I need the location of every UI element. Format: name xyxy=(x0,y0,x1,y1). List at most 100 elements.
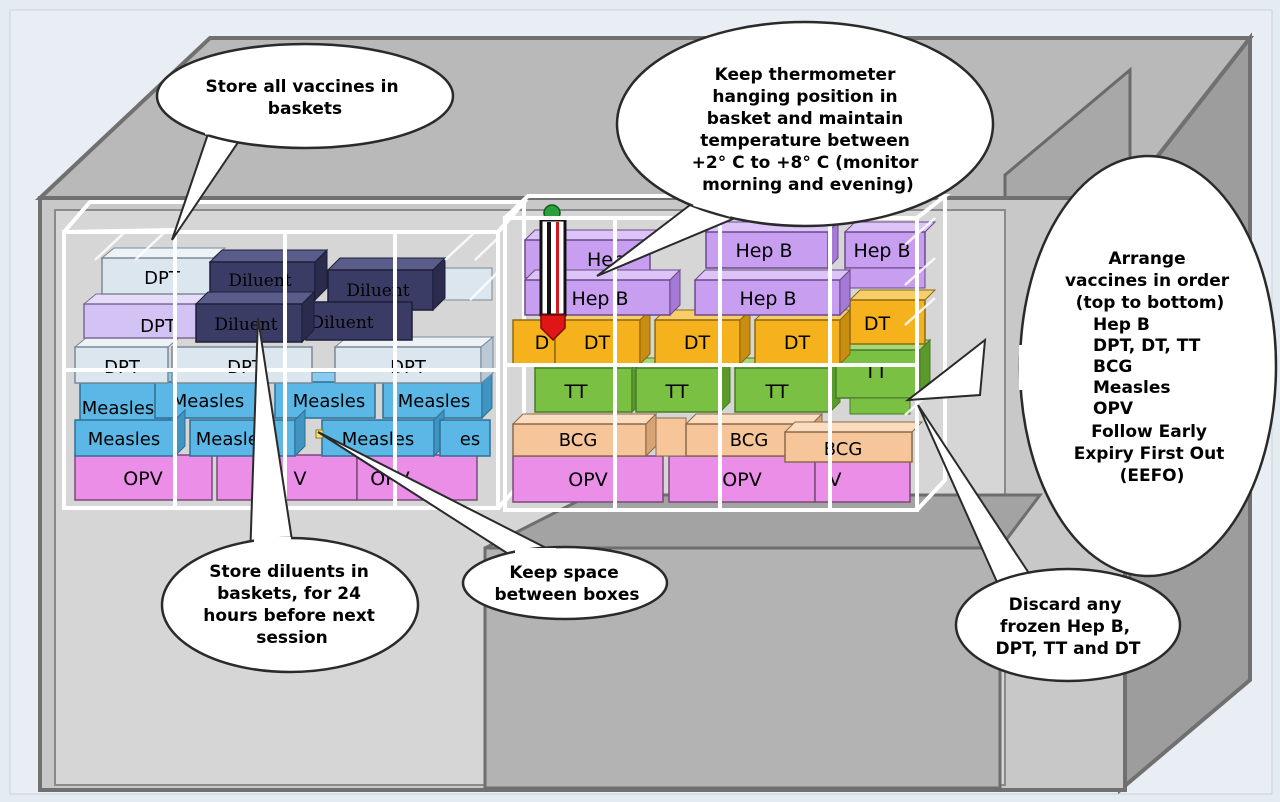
order-item: Hep B xyxy=(1093,315,1150,335)
callout-line: baskets xyxy=(268,99,342,119)
box-label-dpt: DPT xyxy=(144,268,181,289)
vaccine-box-measles: es xyxy=(439,419,491,457)
vaccine-box-dpt: DPT xyxy=(82,293,212,339)
callout-line: temperature between xyxy=(700,131,910,151)
box-label-measles: Measles xyxy=(342,429,414,450)
callout-arrange-order: Arrange vaccines in order (top to bottom… xyxy=(904,154,1278,578)
callout-line: basket and maintain xyxy=(707,109,904,129)
callout-line: session xyxy=(256,628,328,648)
box-label-hepb: Hep B xyxy=(739,288,796,310)
vaccine-box-bcg: BCG xyxy=(783,421,924,463)
callout-line: Discard any xyxy=(1009,595,1122,615)
callout-line: Keep thermometer xyxy=(715,65,896,85)
box-label-bcg: BCG xyxy=(824,439,863,460)
vaccine-box-opv: OPV xyxy=(668,455,816,503)
order-item: BCG xyxy=(1093,357,1132,377)
vaccine-box-bcg-back xyxy=(655,417,687,457)
box-label-dpt: DPT xyxy=(227,357,264,378)
callout-line: +2° C to +8° C (monitor xyxy=(692,153,919,173)
callout-thermometer: Keep thermometer hanging position in bas… xyxy=(596,20,995,277)
box-label-dpt: DPT xyxy=(104,357,141,378)
left-basket-diagonals xyxy=(94,231,499,301)
order-item: DPT, DT, TT xyxy=(1093,336,1201,356)
svg-text:Keep thermometer hanging: Keep thermometer hanging position in bas… xyxy=(692,65,925,195)
callout-line: morning and evening) xyxy=(702,175,914,195)
box-label-dpt: DPT xyxy=(140,316,177,337)
svg-text:Keep space between boxes: Keep space between boxes xyxy=(494,563,639,605)
box-label-dt: DT xyxy=(784,332,811,354)
box-label-dt: DT xyxy=(584,332,611,354)
box-label-hepb: Hep B xyxy=(853,240,910,262)
box-label-opv: OPV xyxy=(123,468,162,490)
vaccine-box-opv: OPV xyxy=(74,454,213,501)
callout-line: Store diluents in xyxy=(209,562,369,582)
callout-line: frozen Hep B, xyxy=(1000,617,1130,637)
callout-line: Store all vaccines in xyxy=(206,77,399,97)
callout-keep-space: Keep space between boxes xyxy=(317,431,669,621)
svg-text:Store diluents in basket: Store diluents in baskets, for 24 hours … xyxy=(203,562,381,648)
box-label-diluent: Diluent xyxy=(214,315,277,335)
box-label-measles: Measles xyxy=(293,391,365,412)
callout-line: (EEFO) xyxy=(1120,466,1185,486)
callout-line: hours before next xyxy=(203,606,375,626)
box-label-measles: Measles xyxy=(172,391,244,412)
svg-text:Hep B DPT, DT, TT: Hep B DPT, DT, TT BCG Measles OPV xyxy=(1093,315,1206,419)
box-label-measles: Measles xyxy=(398,391,470,412)
callout-line: Follow Early xyxy=(1091,422,1207,442)
callout-line: between boxes xyxy=(494,585,639,605)
vaccine-box-dpt: DPT xyxy=(171,346,313,384)
box-label-opv: OPV xyxy=(568,469,607,491)
callout-line: DPT, TT and DT xyxy=(996,639,1141,659)
box-label-bcg: BCG xyxy=(559,430,598,451)
callout-line: baskets, for 24 xyxy=(217,584,361,604)
vaccine-box-hepb: Hep B xyxy=(704,220,840,270)
box-label-opv: OPV xyxy=(722,469,761,491)
callout-line: Arrange xyxy=(1108,249,1185,269)
box-label-diluent: Diluent xyxy=(310,313,373,333)
order-item: OPV xyxy=(1093,399,1134,419)
callout-line: hanging position in xyxy=(712,87,897,107)
callout-discard-frozen: Discard any frozen Hep B, DPT, TT and DT xyxy=(917,404,1182,683)
box-label-dt: DT xyxy=(684,332,711,354)
box-label-measles: es xyxy=(460,429,480,450)
callout-store-diluents: Store diluents in baskets, for 24 hours … xyxy=(160,317,420,674)
callout-line: Keep space xyxy=(509,563,618,583)
box-label-hepb: Hep B xyxy=(735,240,792,262)
box-label-measles: Measles xyxy=(82,398,154,419)
box-label-hepb: Hep B xyxy=(571,288,628,310)
vaccine-box-dt: DT xyxy=(848,289,937,345)
callout-store-baskets: Store all vaccines in baskets xyxy=(155,42,455,241)
callout-line: (top to bottom) xyxy=(1076,293,1225,313)
svg-text:Arrange vaccines in orde: Arrange vaccines in order (top to bottom… xyxy=(1065,249,1235,313)
box-label-tt: TT xyxy=(665,381,689,403)
box-label-measles: Measles xyxy=(88,429,160,450)
vaccine-box-dt: DT xyxy=(653,308,752,366)
box-label-diluent: Diluent xyxy=(346,281,409,301)
vaccine-box-dpt: DPT xyxy=(73,336,182,384)
box-label-measles: Measles xyxy=(196,429,268,450)
vaccine-box-dt: DT xyxy=(753,308,852,366)
box-label-diluent: Diluent xyxy=(228,271,291,291)
box-label-opv: V xyxy=(294,468,307,490)
vaccine-box-opv: OPV xyxy=(512,455,664,503)
thermometer-icon xyxy=(539,204,567,342)
callout-line: vaccines in order xyxy=(1065,271,1230,291)
vaccine-box-bcg: BCG xyxy=(511,412,658,458)
box-label-bcg: BCG xyxy=(730,430,769,451)
right-basket-boxes: OPV OPV V BCG BCG BCG xyxy=(511,220,937,503)
vaccine-box-hepb: Hep B xyxy=(843,221,937,269)
box-label-dt: D xyxy=(535,332,550,354)
svg-text:Discard any frozen Hep B: Discard any frozen Hep B, DPT, TT and DT xyxy=(996,595,1141,659)
order-item: Measles xyxy=(1093,378,1171,398)
vaccine-box-dt: DT xyxy=(553,308,652,366)
box-label-tt: TT xyxy=(765,381,789,403)
vaccine-box-dpt: DPT xyxy=(100,247,227,295)
box-label-dt: DT xyxy=(864,313,891,335)
vaccine-box-dpt: DPT xyxy=(333,335,495,385)
box-label-dpt: DPT xyxy=(390,357,427,378)
callout-line: Expiry First Out xyxy=(1074,444,1225,464)
svg-text:Store all vaccines in b: Store all vaccines in baskets xyxy=(206,77,405,119)
svg-text:Follow Early Expiry Firs: Follow Early Expiry First Out (EEFO) xyxy=(1074,422,1231,486)
box-label-tt: TT xyxy=(564,381,588,403)
